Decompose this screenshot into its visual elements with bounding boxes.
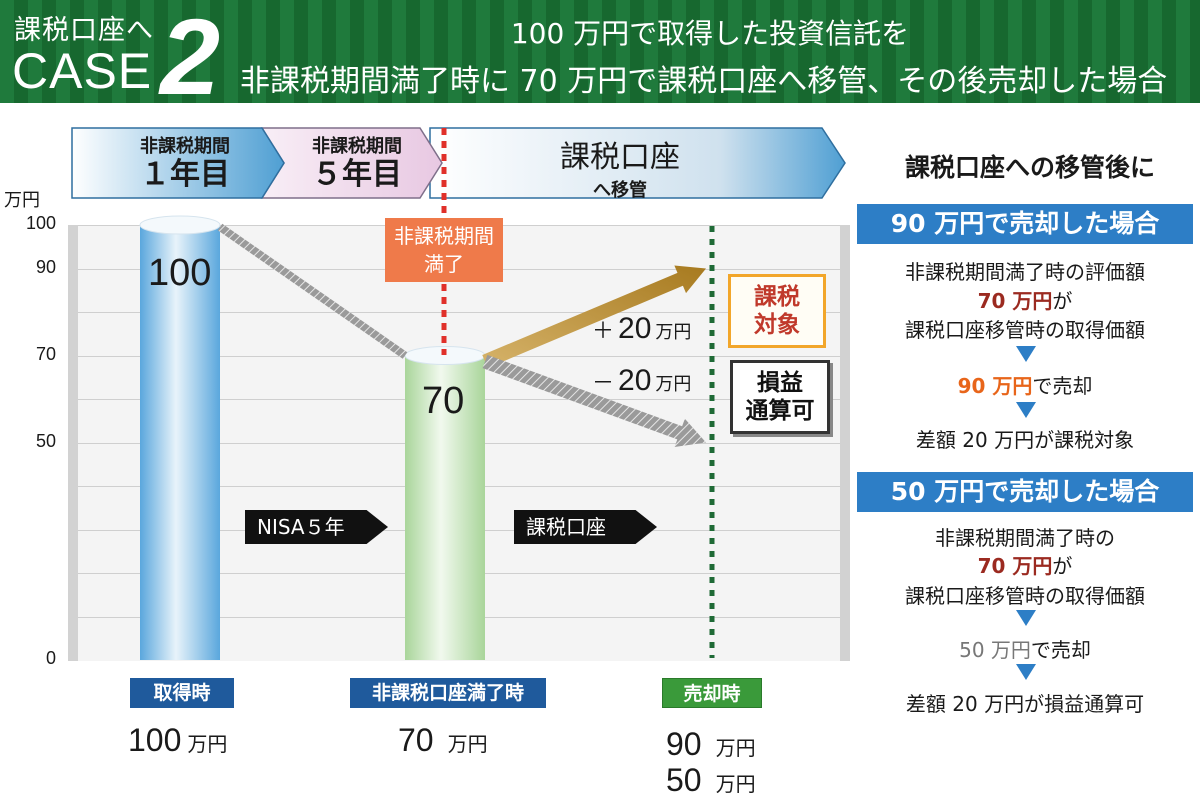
gain-arrow bbox=[482, 265, 706, 368]
loss-arrow bbox=[482, 354, 706, 447]
case50-line4: 50 万円で売却 bbox=[959, 638, 1091, 662]
category-expiry: 非課税口座満了時 bbox=[350, 678, 546, 708]
case50-line1: 非課税期間満了時の bbox=[935, 526, 1115, 550]
phase-arrow-taxable bbox=[429, 127, 846, 199]
category-sale: 売却時 bbox=[662, 678, 762, 708]
header-title-line1: 100 万円で取得した投資信託を bbox=[510, 17, 910, 50]
case50-line3: 課税口座移管時の取得価額 bbox=[905, 584, 1145, 608]
y-tick-label: 0 bbox=[45, 648, 56, 668]
header-title-line2: 非課税期間満了時に 70 万円で課税口座へ移管、その後売却した場合 bbox=[240, 64, 1168, 99]
case90-line2: 70 万円が bbox=[977, 289, 1073, 313]
case90-line3: 課税口座移管時の取得価額 bbox=[905, 318, 1145, 342]
taxable-period-arrow: 課税口座 bbox=[514, 510, 657, 544]
case50-heading: 50 万円で売却した場合 bbox=[857, 472, 1193, 512]
offset-tag: 損益 通算可 bbox=[730, 360, 830, 434]
case90-line4: 90 万円で売却 bbox=[957, 374, 1093, 398]
phase-band bbox=[71, 127, 846, 199]
right-title: 課税口座への移管後に bbox=[904, 153, 1155, 182]
decline-connector bbox=[217, 223, 408, 359]
case50-line5: 差額 20 万円が損益通算可 bbox=[905, 692, 1145, 716]
bar-label-acquire: 100 bbox=[148, 252, 212, 294]
chart-svg bbox=[139, 128, 715, 660]
phase-year5-label: 非課税期間 ５年目 bbox=[312, 136, 402, 192]
case90-heading: 90 万円で売却した場合 bbox=[857, 204, 1193, 244]
header-banner: 課税口座へ CASE 2 100 万円で取得した投資信託を 非課税期間満了時に … bbox=[0, 0, 1200, 117]
case-number: 2 bbox=[160, 0, 221, 117]
category-acquire: 取得時 bbox=[130, 678, 234, 708]
nisa-period-arrow: NISA５年 bbox=[245, 510, 388, 544]
y-tick-label: 50 bbox=[35, 430, 56, 451]
y-tick-label: 90 bbox=[35, 256, 56, 277]
bar-label-expiry: 70 bbox=[422, 380, 465, 422]
case90-line1: 非課税期間満了時の評価額 bbox=[905, 260, 1145, 284]
case50-line2: 70 万円が bbox=[977, 554, 1073, 578]
y-axis-unit: 万円 bbox=[4, 190, 40, 211]
expiry-label-box: 非課税期間 満了 bbox=[385, 218, 503, 282]
case-label: CASE bbox=[12, 43, 153, 99]
bar-expiry bbox=[405, 355, 485, 660]
y-tick-label: 70 bbox=[35, 343, 56, 364]
phase-taxable-label: 課税口座 へ移管 bbox=[560, 140, 680, 201]
phase-arrow-year1 bbox=[71, 127, 285, 199]
gridline bbox=[78, 312, 840, 313]
taxable-tag: 課税 対象 bbox=[728, 274, 826, 348]
header-subtitle: 課税口座へ bbox=[14, 15, 154, 46]
y-tick-label: 100 bbox=[25, 213, 56, 233]
case90-down-triangle-2 bbox=[1016, 402, 1036, 418]
case90-down-triangle-1 bbox=[1016, 346, 1036, 362]
phase-year1-label: 非課税期間 １年目 bbox=[140, 136, 230, 192]
case50-down-triangle-1 bbox=[1016, 610, 1036, 626]
bar-acquire-top bbox=[139, 215, 221, 235]
case90-line5: 差額 20 万円が課税対象 bbox=[915, 428, 1135, 452]
case50-down-triangle-2 bbox=[1016, 664, 1036, 680]
bar-acquire bbox=[140, 225, 220, 660]
